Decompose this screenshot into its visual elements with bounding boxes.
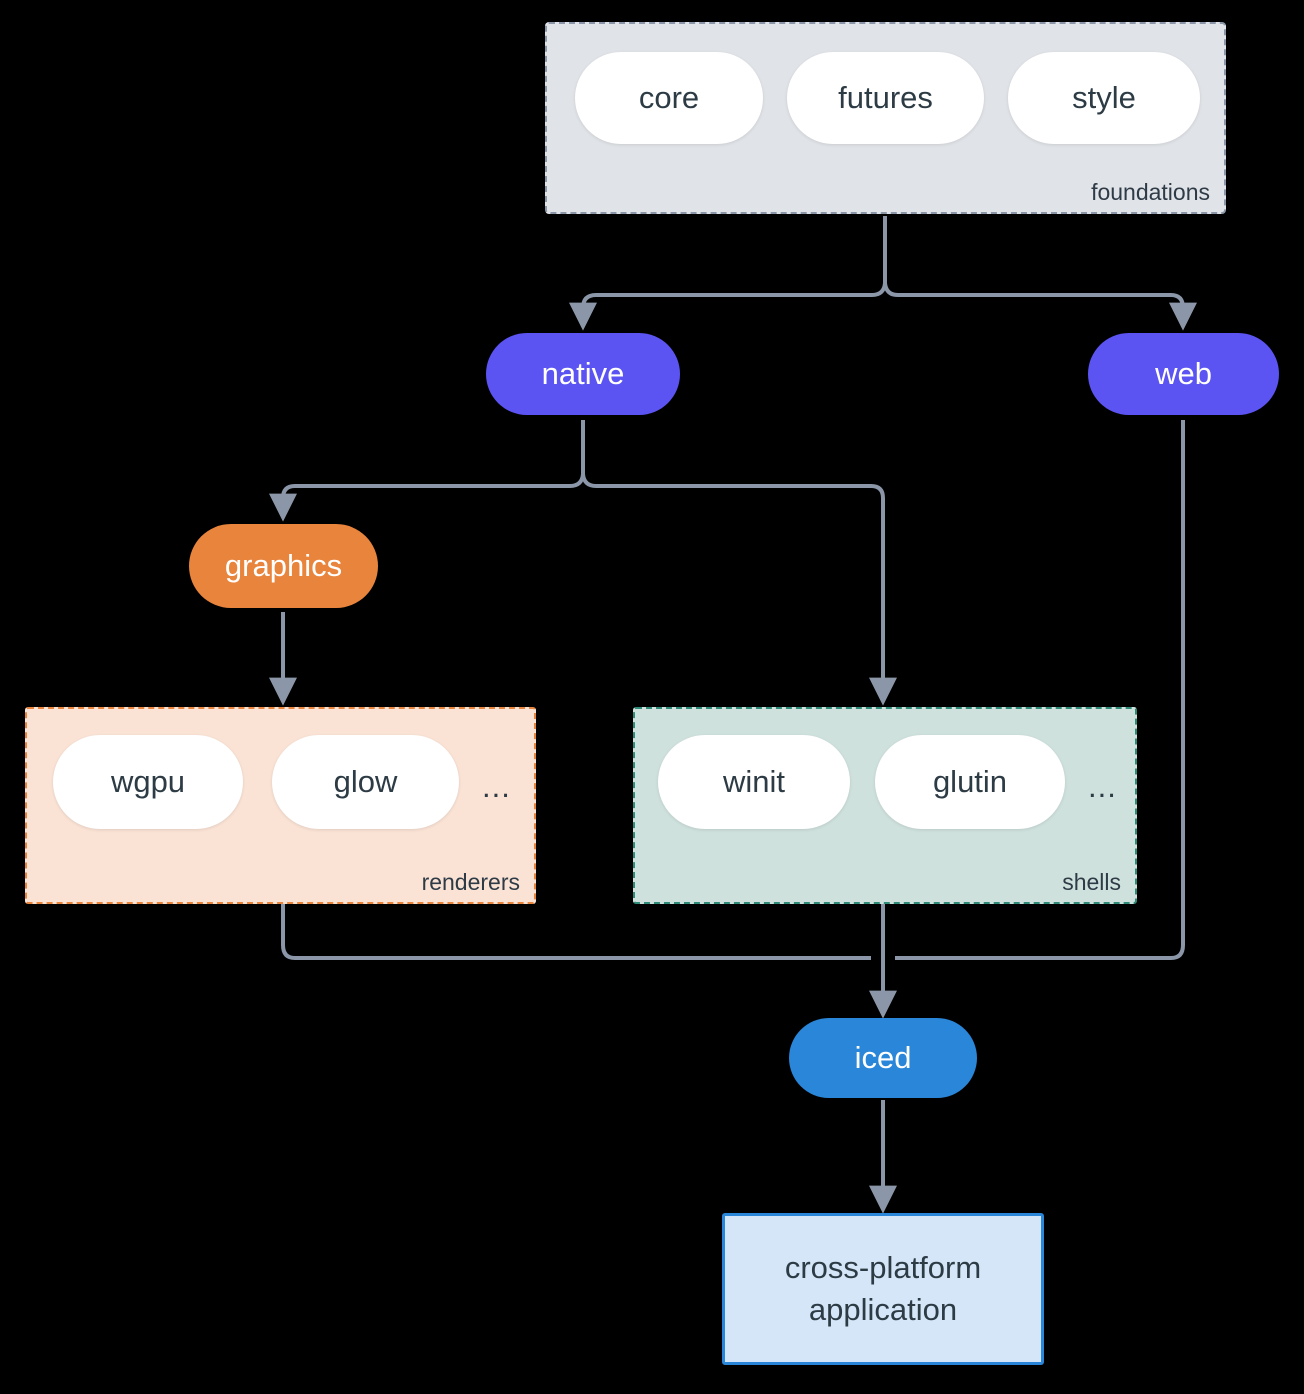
node-graphics[interactable]: graphics [189, 524, 378, 608]
chip-glutin-label: glutin [932, 764, 1008, 799]
application-label-line1: cross-platform [784, 1250, 982, 1286]
chip-core[interactable]: core [575, 52, 763, 144]
chip-glow-label: glow [333, 764, 398, 799]
edge-native-to-shells [581, 472, 897, 706]
node-web-label: web [1155, 356, 1212, 391]
node-graphics-label: graphics [224, 548, 343, 583]
chip-core-label: core [638, 80, 700, 115]
cluster-renderers: wgpu glow ... renderers [25, 707, 536, 904]
node-iced[interactable]: iced [789, 1018, 977, 1098]
node-web[interactable]: web [1088, 333, 1279, 415]
node-native-label: native [541, 356, 625, 391]
edge-foundations-to-web [883, 281, 1197, 331]
edge-renderers-to-iced [281, 904, 871, 960]
node-iced-label: iced [854, 1040, 912, 1075]
chip-futures[interactable]: futures [787, 52, 984, 144]
chip-glow[interactable]: glow [272, 735, 459, 829]
application-label-line2: application [808, 1292, 958, 1327]
chip-style[interactable]: style [1008, 52, 1200, 144]
node-native[interactable]: native [486, 333, 680, 415]
chip-glutin[interactable]: glutin [875, 735, 1065, 829]
chip-winit[interactable]: winit [658, 735, 850, 829]
chip-winit-label: winit [722, 764, 785, 799]
renderers-ellipsis: ... [482, 769, 511, 804]
cluster-shells-label: shells [1062, 869, 1121, 895]
node-application[interactable]: cross-platform application [722, 1213, 1044, 1365]
chip-wgpu[interactable]: wgpu [53, 735, 243, 829]
cluster-foundations-label: foundations [1091, 179, 1210, 205]
cluster-shells: winit glutin ... shells [633, 707, 1137, 904]
chip-wgpu-label: wgpu [110, 764, 186, 799]
shells-ellipsis: ... [1088, 769, 1117, 804]
edge-foundations-to-native [569, 281, 887, 331]
cluster-foundations: core futures style foundations [545, 22, 1226, 214]
edge-native-to-graphics [269, 472, 585, 522]
chip-style-label: style [1072, 80, 1136, 115]
chip-futures-label: futures [838, 80, 933, 115]
cluster-renderers-label: renderers [421, 869, 520, 895]
